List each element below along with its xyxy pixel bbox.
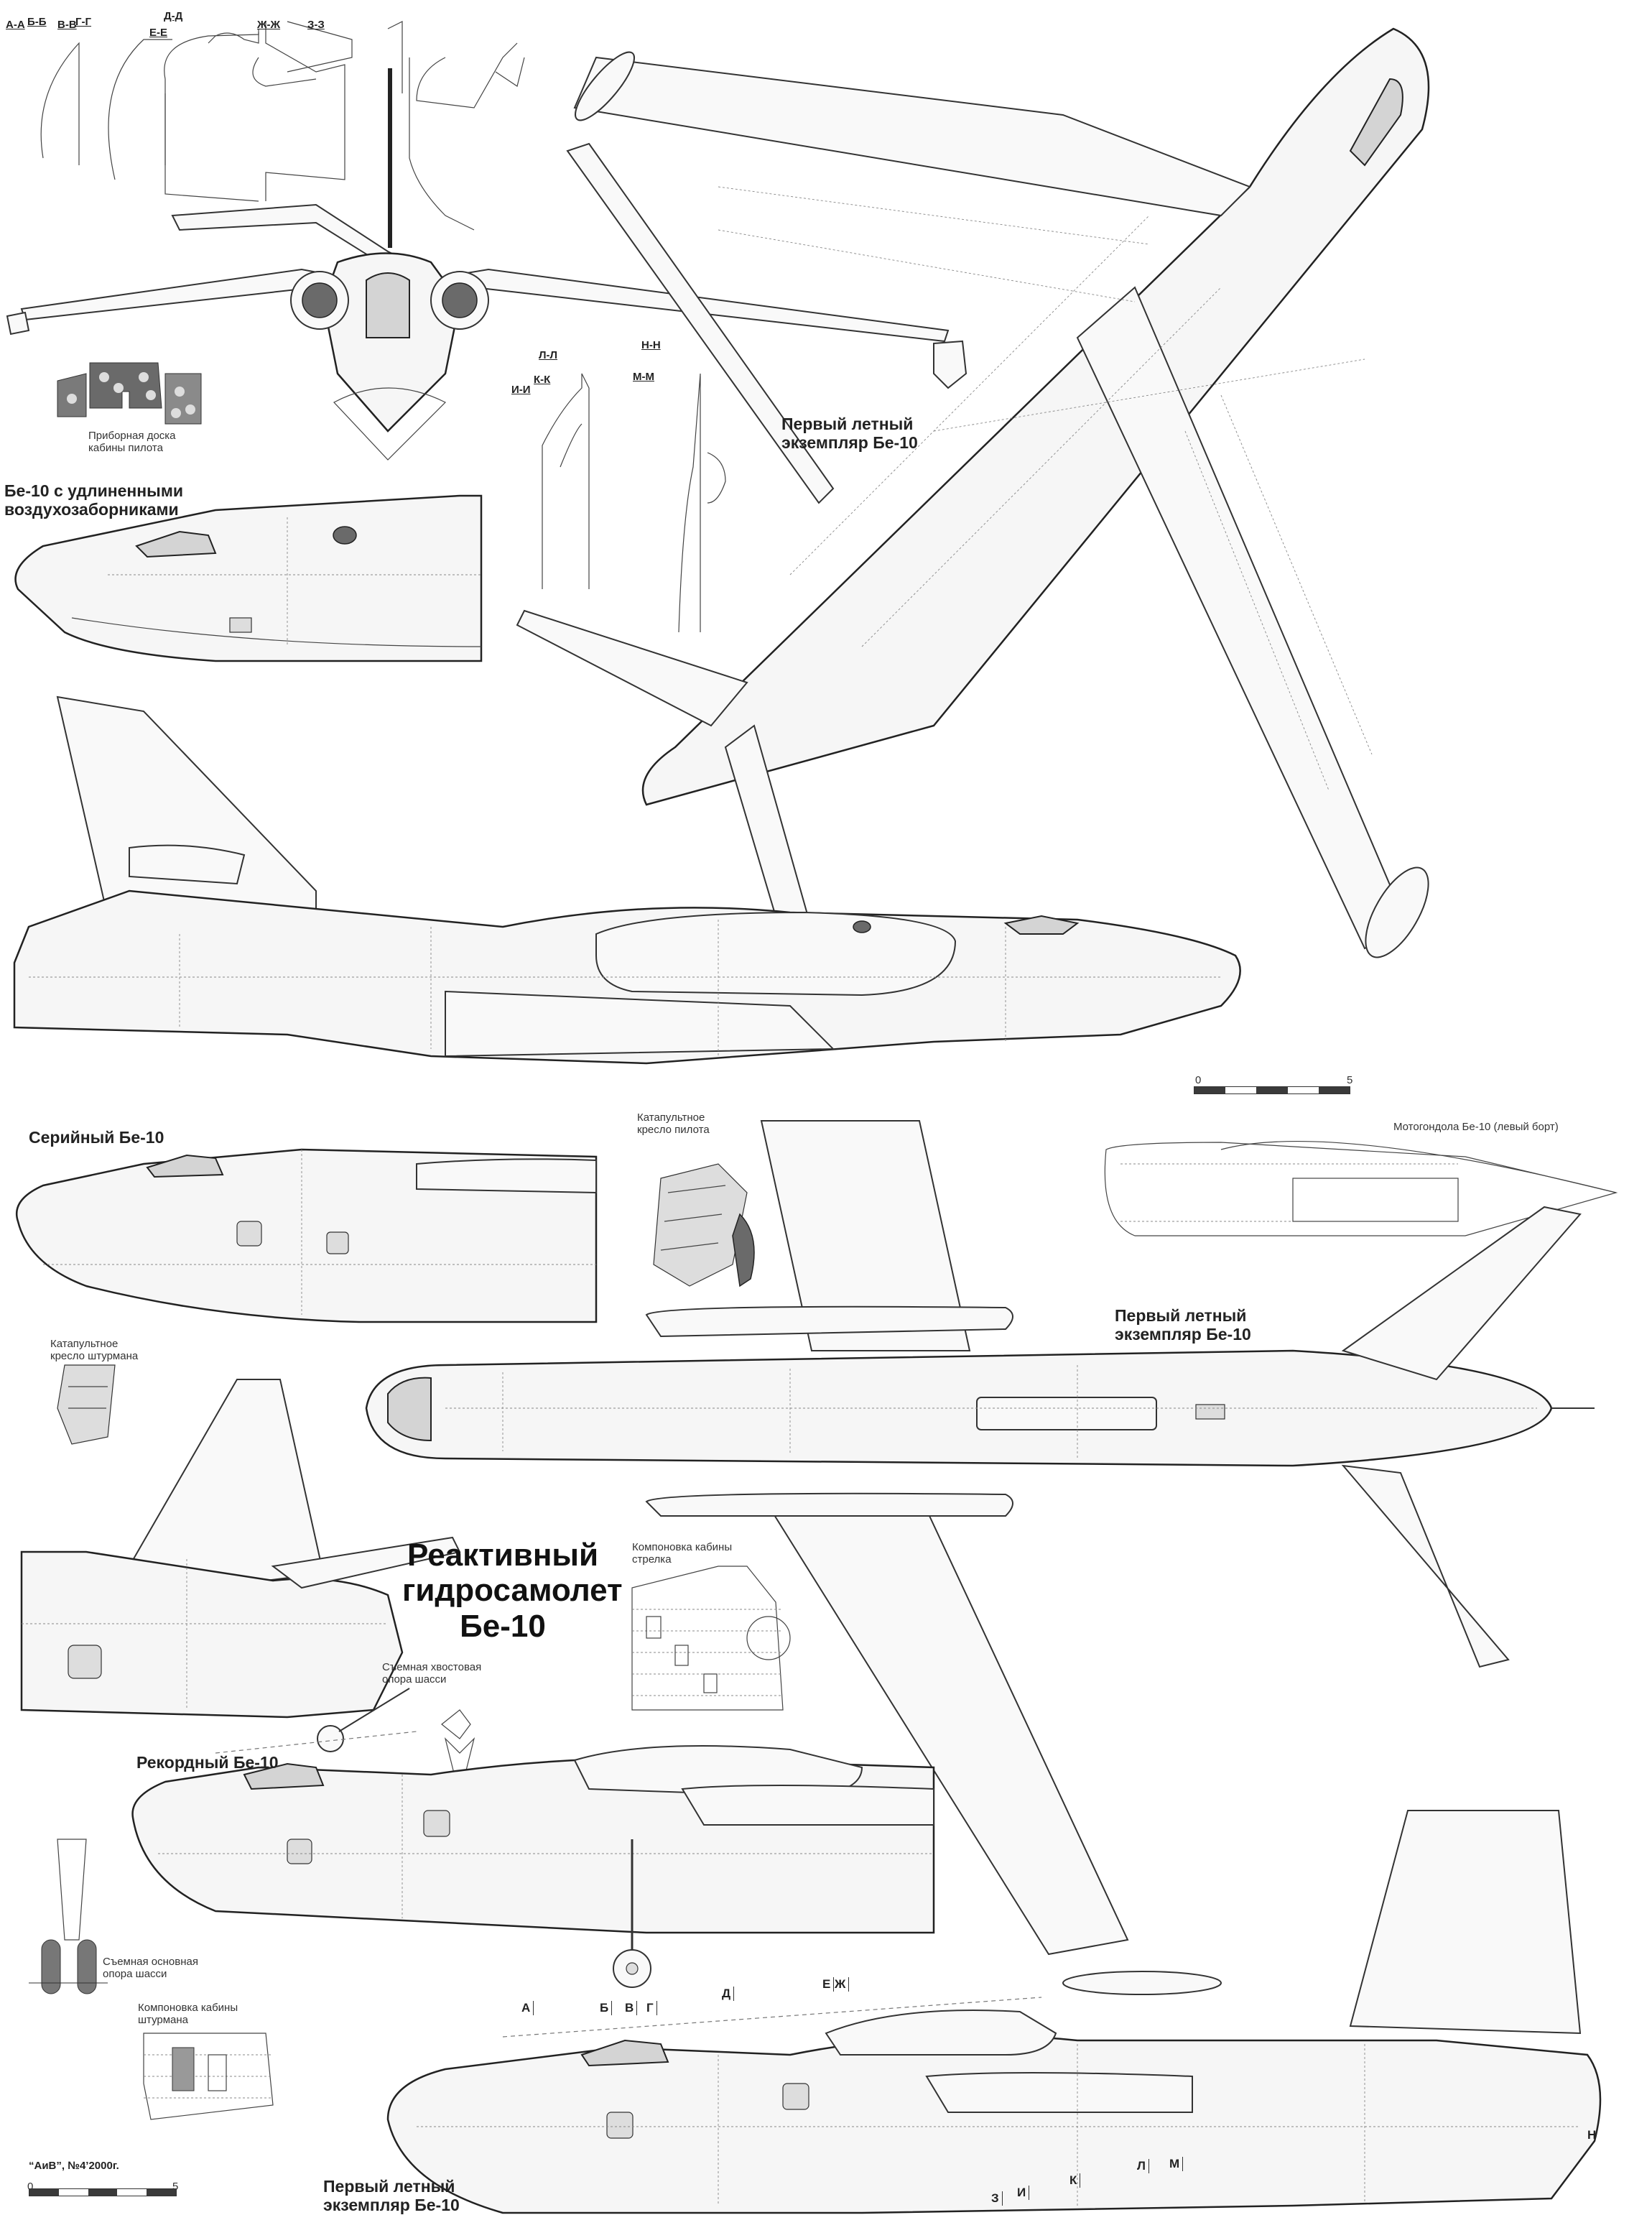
section-label-n-n: Н-Н <box>641 339 661 351</box>
navigator-seat-illustration <box>57 1364 116 1445</box>
station-l: Л <box>1137 2159 1149 2173</box>
title-first-flight-top: Первый летный экземпляр Бе-10 <box>781 415 918 453</box>
scale-start-top: 0 <box>1195 1074 1202 1086</box>
side-view-extended-intakes <box>14 494 483 662</box>
caption-main-gear: Съемная основная опора шасси <box>103 1956 198 1981</box>
caption-navigator-seat: Катапультное кресло штурмана <box>50 1338 139 1363</box>
section-label-k-k: К-К <box>534 374 551 386</box>
station-v: В <box>625 2001 638 2015</box>
caption-tail-gear: Съемная хвостовая опора шасси <box>382 1661 482 1686</box>
section-label-b-b: Б-Б <box>27 16 47 28</box>
section-label-g-g: Г-Г <box>75 16 92 28</box>
section-label-m-m: М-М <box>633 371 654 383</box>
section-label-a-a: А-А <box>6 19 25 31</box>
caption-instrument-panel: Приборная доска кабины пилота <box>88 430 176 455</box>
side-view-serial <box>16 1148 598 1323</box>
section-label-d-d: Д-Д <box>164 10 183 22</box>
station-m: М <box>1169 2157 1184 2171</box>
main-title: Реактивный гидросамолет Бе-10 <box>402 1538 623 1644</box>
caption-pilot-seat: Катапультное кресло пилота <box>637 1111 710 1137</box>
station-n: Н <box>1587 2128 1597 2142</box>
station-d: Д <box>722 1987 735 2001</box>
section-label-i-i: И-И <box>511 384 531 396</box>
section-label-l-l: Л-Л <box>539 349 558 361</box>
pilot-seat-illustration <box>653 1163 755 1287</box>
section-label-v-v: В-В <box>57 19 77 31</box>
navigator-cabin-illustration <box>143 2033 274 2120</box>
station-zh: Ж <box>835 1977 850 1992</box>
station-g: Г <box>646 2001 657 2015</box>
side-view-record <box>131 1745 935 1988</box>
title-extended-intakes: Бе-10 с удлиненными воздухозаборниками <box>4 481 183 519</box>
caption-gunner-cabin: Компоновка кабины стрелка <box>632 1541 733 1566</box>
main-gear-illustration <box>29 1839 108 1994</box>
section-label-e-e: Е-Е <box>149 27 168 39</box>
title-first-flight-side: Первый летный экземпляр Бе-10 <box>323 2177 460 2215</box>
station-e: Е <box>822 1977 835 1992</box>
scale-start-bottom: 0 <box>27 2181 34 2193</box>
station-z: З <box>991 2191 1003 2206</box>
scale-bar-top <box>1194 1086 1350 1094</box>
scale-end-top: 5 <box>1347 1074 1353 1086</box>
plan-view-horizontal <box>365 1120 1595 1995</box>
scale-end-bottom: 5 <box>172 2181 179 2193</box>
scale-bar-bottom <box>29 2188 177 2196</box>
station-a: А <box>521 2001 534 2015</box>
section-label-zh-zh: Ж-Ж <box>257 19 281 31</box>
side-view-tail-fragment <box>20 1379 461 1754</box>
title-record: Рекордный Бе-10 <box>136 1753 279 1772</box>
plan-view-diagonal <box>516 27 1430 1014</box>
caption-navigator-cabin: Компоновка кабины штурмана <box>138 2002 238 2027</box>
wing-cross-sections <box>542 373 726 633</box>
side-view-first-flight-upper <box>13 695 1241 1065</box>
fuselage-cross-sections <box>40 21 525 231</box>
title-serial: Серийный Бе-10 <box>29 1128 164 1147</box>
side-view-first-flight-lower <box>386 1810 1602 2214</box>
gunner-cabin-illustration <box>631 1566 791 1711</box>
title-first-flight-plan: Первый летный экземпляр Бе-10 <box>1115 1306 1251 1344</box>
caption-engine-nacelle: Мотогондола Бе-10 (левый борт) <box>1393 1121 1559 1133</box>
instrument-panel-illustration <box>57 362 202 425</box>
engine-nacelle-illustration <box>1104 1140 1618 1236</box>
station-i: И <box>1017 2186 1030 2200</box>
station-k: К <box>1069 2173 1081 2188</box>
section-label-z-z: З-З <box>307 19 325 31</box>
source-credit: “АиВ”, №4’2000г. <box>29 2160 119 2172</box>
station-b: Б <box>600 2001 613 2015</box>
